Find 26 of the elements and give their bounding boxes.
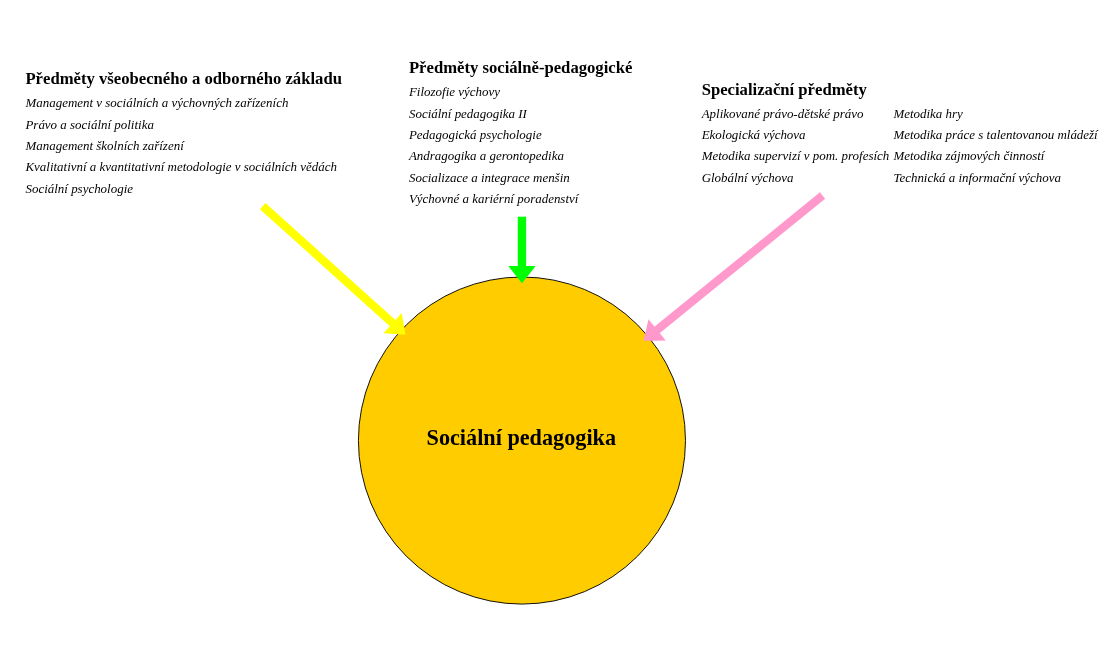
node-label: Sociální pedagogika II — [408, 105, 527, 121]
node-label: Metodika zájmových činností — [893, 147, 1045, 163]
node-label: Filozofie výchovy — [408, 83, 500, 99]
node-label: Metodika práce s talentovanou mládeží — [893, 126, 1098, 142]
node-label: Aplikované právo-dětské právo — [701, 105, 864, 121]
arrow — [508, 216, 536, 283]
node-text: Předměty všeobecného a odborného základu — [25, 69, 342, 88]
node-label: Management v sociálních a výchovných zařízeních — [25, 94, 289, 110]
node-label: Právo a sociální politika — [25, 116, 154, 132]
arrow — [643, 191, 826, 341]
node-label: Ekologická výchova — [701, 126, 806, 142]
node-label: Výchovné a kariérní poradenství — [408, 190, 579, 206]
node-label: Kvalitativní a kvantitativní metodologie v sociálních vědách — [25, 158, 337, 174]
node-label: Metodika supervizí v pom. profesích — [701, 147, 890, 163]
node-label: Metodika hry — [893, 105, 963, 121]
node-label: Globální výchova — [701, 169, 794, 185]
node-label: Management školních zařízení — [25, 137, 184, 153]
arrow — [259, 202, 406, 335]
node-label: Sociální psychologie — [25, 180, 134, 196]
node-label: Technická a informační výchova — [893, 169, 1061, 185]
node-label: Pedagogická psychologie — [408, 126, 542, 142]
node-circle: Sociální pedagogika — [357, 276, 686, 605]
node-label: Socializace a integrace menšin — [408, 169, 570, 185]
node-label: Andragogika a gerontopedika — [408, 147, 564, 163]
node-text: Specializační předměty — [701, 79, 867, 99]
node-text: Předměty sociálně-pedagogické — [408, 57, 633, 77]
